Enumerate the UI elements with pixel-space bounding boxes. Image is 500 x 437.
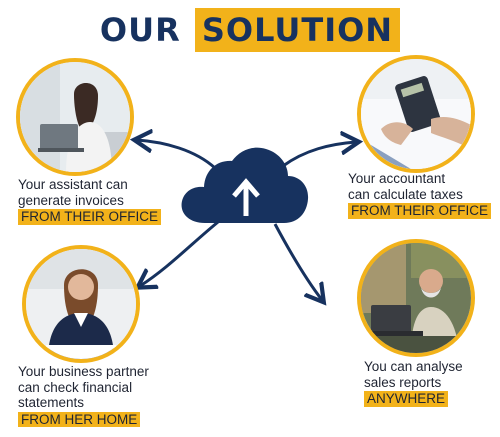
caption-highlight: FROM THEIR OFFICE bbox=[18, 209, 161, 225]
assistant-caption: Your assistant can generate invoices FRO… bbox=[18, 177, 161, 225]
arrow-to-assistant bbox=[137, 140, 217, 170]
you-caption: You can analyse sales reports ANYWHERE bbox=[364, 359, 463, 407]
partner-caption: Your business partner can check financia… bbox=[18, 364, 149, 427]
title-highlight: SOLUTION bbox=[194, 8, 401, 52]
cloud-upload-icon bbox=[181, 147, 309, 223]
caption-highlight: FROM HER HOME bbox=[18, 411, 141, 427]
caption-line: can calculate taxes bbox=[348, 186, 463, 202]
caption-line: generate invoices bbox=[18, 192, 124, 208]
caption-highlight: FROM THEIR OFFICE bbox=[348, 203, 491, 219]
caption-line: You can analyse bbox=[364, 359, 463, 374]
caption-line: statements bbox=[18, 395, 85, 410]
caption-line: Your assistant can bbox=[18, 177, 128, 192]
caption-line: Your accountant bbox=[348, 171, 446, 186]
page-title: OUR SOLUTION bbox=[0, 8, 500, 52]
accountant-photo bbox=[357, 55, 475, 173]
caption-line: sales reports bbox=[364, 374, 442, 390]
arrow-to-you bbox=[273, 223, 322, 300]
you-photo bbox=[357, 239, 475, 357]
assistant-photo bbox=[16, 58, 134, 176]
caption-highlight: ANYWHERE bbox=[364, 391, 449, 407]
partner-photo bbox=[22, 245, 140, 363]
title-plain: OUR bbox=[99, 11, 181, 49]
arrow-to-partner bbox=[140, 220, 219, 286]
caption-line: can check financial bbox=[18, 379, 133, 395]
caption-line: Your business partner bbox=[18, 364, 149, 379]
arrow-to-accountant bbox=[282, 142, 356, 168]
accountant-caption: Your accountant can calculate taxes FROM… bbox=[348, 171, 491, 219]
